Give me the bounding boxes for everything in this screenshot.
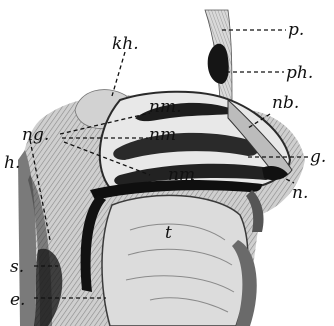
label-n: n. (292, 183, 308, 203)
label-nm-upper: nm. (149, 97, 181, 117)
tongue (102, 195, 248, 326)
label-ng: ng. (22, 125, 49, 145)
label-kh: kh. (112, 34, 139, 54)
frontal-sinus (208, 44, 229, 84)
label-s: s. (10, 257, 24, 277)
label-nb: nb. (272, 93, 299, 113)
label-t: t (165, 223, 172, 243)
label-e: e. (10, 290, 25, 310)
label-h: h. (4, 153, 20, 173)
label-g: g. (310, 147, 326, 167)
label-nm-middle: nm (149, 125, 176, 145)
label-nm-lower: nm (168, 165, 195, 185)
label-ph: ph. (286, 63, 313, 83)
label-p: p. (288, 20, 304, 40)
